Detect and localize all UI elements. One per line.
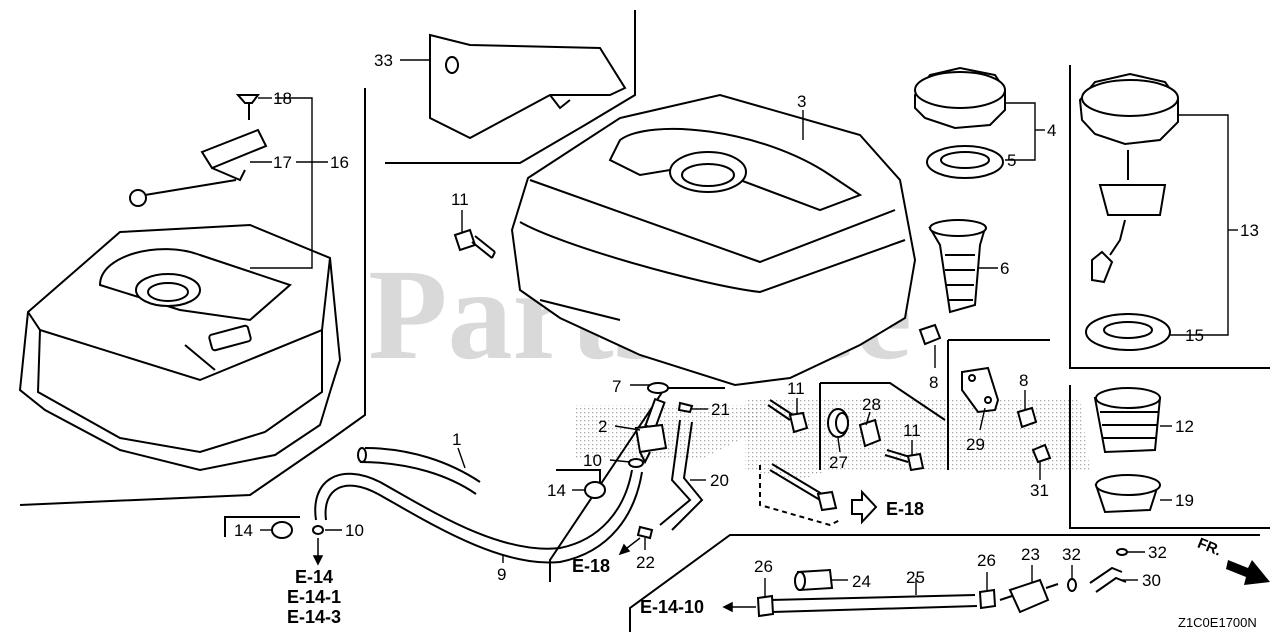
callout-16: 16 xyxy=(330,153,349,172)
callout-25: 25 xyxy=(906,568,925,587)
callout-10-upper: 10 xyxy=(583,451,602,470)
e18-bottom-arrow xyxy=(618,537,641,556)
fuel-filter-23 xyxy=(999,578,1059,614)
strainer-12 xyxy=(1093,387,1162,454)
bolt-11-middle xyxy=(767,399,809,434)
nut-8b xyxy=(1016,406,1038,429)
callout-13: 13 xyxy=(1240,221,1259,240)
fuel-line-25 xyxy=(769,594,978,613)
callout-1: 1 xyxy=(452,430,461,449)
diagram-code: Z1C0E1700N xyxy=(1178,615,1257,630)
callout-24: 24 xyxy=(852,572,871,591)
ring-19 xyxy=(1094,474,1161,514)
fuel-hose-9 xyxy=(314,469,643,564)
callout-labels: 33 18 17 16 3 4 5 11 6 13 15 8 8 7 11 28… xyxy=(234,51,1259,591)
callout-30: 30 xyxy=(1142,571,1161,590)
callout-28: 28 xyxy=(862,395,881,414)
callout-14-upper: 14 xyxy=(547,481,566,500)
callout-26-right: 26 xyxy=(977,551,996,570)
e14-arrow xyxy=(312,538,324,566)
clip-22 xyxy=(636,525,654,540)
front-direction-label: FR. xyxy=(1195,535,1224,560)
callout-10-lower: 10 xyxy=(345,521,364,540)
fuel-tank-main xyxy=(510,93,917,387)
callout-27: 27 xyxy=(829,453,848,472)
callout-31: 31 xyxy=(1030,481,1049,500)
clamp-26a xyxy=(756,594,775,618)
fuel-cap-13 xyxy=(1078,72,1179,284)
reference-labels: E-18 E-18 E-14 E-14-1 E-14-3 E-14-10 xyxy=(287,499,924,627)
ref-e14-3: E-14-3 xyxy=(287,607,341,627)
hose-30 xyxy=(1089,566,1127,593)
callout-21: 21 xyxy=(711,400,730,419)
fuel-cap-4 xyxy=(914,66,1006,130)
bolt-e18 xyxy=(759,463,841,527)
callout-8-upper: 8 xyxy=(929,373,938,392)
collar-28 xyxy=(858,418,882,448)
clip-14-b xyxy=(271,521,293,539)
callout-29: 29 xyxy=(966,435,985,454)
ref-e18-bottom: E-18 xyxy=(572,556,610,576)
ref-e14-10: E-14-10 xyxy=(640,597,704,617)
ref-e18-right: E-18 xyxy=(886,499,924,519)
callout-19: 19 xyxy=(1175,491,1194,510)
callout-14-lower: 14 xyxy=(234,521,253,540)
clip-10-b xyxy=(312,525,324,535)
callout-7: 7 xyxy=(612,377,621,396)
fuel-gauge-assembly xyxy=(129,94,268,207)
strainer-6 xyxy=(928,219,987,314)
e14-10-arrow xyxy=(722,601,756,613)
clip-21 xyxy=(677,401,694,414)
section-dividers xyxy=(19,10,1270,632)
seal-5 xyxy=(926,145,1004,179)
fuel-hose-1 xyxy=(357,447,481,495)
bolt-11-right xyxy=(884,449,925,472)
ref-e14: E-14 xyxy=(295,567,333,587)
callout-15: 15 xyxy=(1185,326,1204,345)
callout-9: 9 xyxy=(497,565,506,584)
callout-17: 17 xyxy=(273,153,292,172)
callout-6: 6 xyxy=(1000,259,1009,278)
ref-e14-1: E-14-1 xyxy=(287,587,341,607)
fuel-valve-2 xyxy=(628,382,669,468)
front-direction-arrow xyxy=(1226,560,1270,585)
fuel-tank-alternate xyxy=(18,223,342,472)
callout-18: 18 xyxy=(273,89,292,108)
callout-32-left: 32 xyxy=(1062,545,1081,564)
fuel-hose-20 xyxy=(659,419,704,531)
bracket-33 xyxy=(429,33,627,140)
clip-14 xyxy=(584,481,606,499)
callout-26-left: 26 xyxy=(754,557,773,576)
callout-11-upper: 11 xyxy=(451,190,469,209)
nut-8a xyxy=(918,323,942,346)
bolt-11-upper xyxy=(453,228,496,259)
callout-11-right: 11 xyxy=(903,421,921,440)
callout-12: 12 xyxy=(1175,417,1194,436)
callout-3: 3 xyxy=(797,92,806,111)
fitting-24 xyxy=(794,568,834,592)
clamp-26b xyxy=(978,588,997,610)
callout-8-lower: 8 xyxy=(1019,371,1028,390)
e18-arrow xyxy=(851,489,878,525)
callout-5: 5 xyxy=(1007,151,1016,170)
nut-31 xyxy=(1031,443,1052,464)
grommet-27 xyxy=(827,408,849,438)
plate-29 xyxy=(961,366,1000,414)
seal-15 xyxy=(1085,313,1171,351)
callout-23: 23 xyxy=(1021,545,1040,564)
callout-33: 33 xyxy=(374,51,393,70)
callout-2: 2 xyxy=(598,417,607,436)
callout-22: 22 xyxy=(636,553,655,572)
callout-32-right: 32 xyxy=(1148,543,1167,562)
leader-lines xyxy=(250,59,1238,596)
callout-4: 4 xyxy=(1047,121,1056,140)
callout-11-middle: 11 xyxy=(787,379,805,398)
callout-20: 20 xyxy=(710,471,729,490)
